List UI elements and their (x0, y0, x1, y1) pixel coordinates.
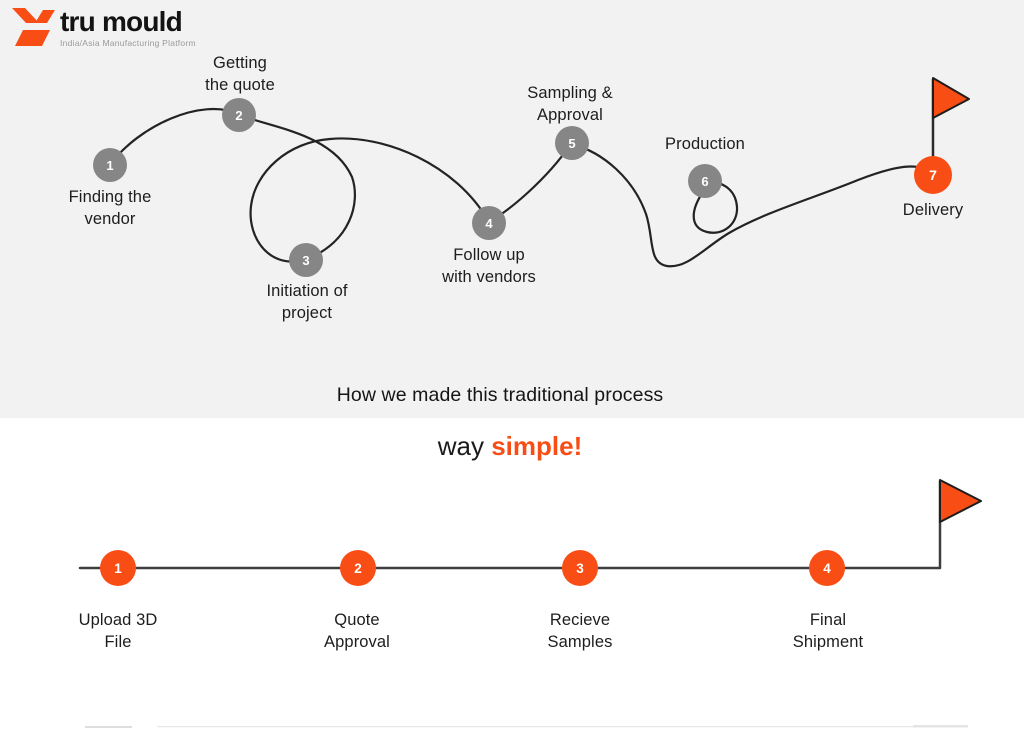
step-node-simple-2: 2 (340, 550, 376, 586)
label-line: Delivery (902, 201, 964, 219)
label-line: Finding the (68, 188, 152, 206)
label-line: Follow up (453, 246, 525, 264)
simple-heading: way simple! (0, 431, 1020, 462)
brand-part-1: tru (60, 6, 96, 37)
brand-part-2: mould (101, 6, 183, 37)
step-node-traditional-3: 3 (289, 243, 323, 277)
step-number: 7 (929, 167, 937, 183)
label-line: Final (809, 611, 847, 629)
cutoff-artifact (913, 725, 968, 728)
label-line: Approval (537, 105, 603, 124)
label-line: Upload 3D (78, 611, 158, 629)
simple-heading-plain: way (437, 431, 484, 461)
step-label-sampling: Sampling & Approval (500, 83, 640, 127)
step-label-quote-approval: Quote Approval (282, 610, 432, 654)
step-node-traditional-2: 2 (222, 98, 256, 132)
step-node-traditional-6: 6 (688, 164, 722, 198)
label-line: Approval (324, 632, 390, 651)
cutoff-artifact (157, 726, 920, 728)
label-line: Getting (213, 54, 267, 72)
simple-heading-accent: simple! (491, 431, 583, 461)
step-node-simple-4: 4 (809, 550, 845, 586)
step-label-upload-3d: Upload 3D File (43, 610, 193, 654)
step-number: 1 (114, 560, 122, 576)
logo-icon (12, 8, 55, 46)
top-flag-icon (932, 77, 970, 119)
label-line: with vendors (442, 267, 536, 286)
label-line: Samples (547, 632, 613, 651)
brand-tagline: India/Asia Manufacturing Platform (60, 38, 196, 49)
step-node-traditional-4: 4 (472, 206, 506, 240)
step-number: 2 (235, 107, 243, 123)
step-number: 3 (576, 560, 584, 576)
step-number: 4 (485, 215, 493, 231)
label-line: vendor (84, 209, 136, 228)
label-line: Recieve (549, 611, 611, 629)
label-line: File (104, 632, 132, 651)
step-node-traditional-7: 7 (914, 156, 952, 194)
step-label-finding-vendor: Finding the vendor (45, 187, 175, 231)
label-line: Production (665, 135, 745, 153)
step-node-traditional-1: 1 (93, 148, 127, 182)
traditional-process-section (0, 0, 1024, 418)
label-line: project (281, 303, 333, 322)
step-number: 6 (701, 173, 709, 189)
step-number: 4 (823, 560, 831, 576)
step-label-production: Production (630, 134, 780, 156)
production-loop-path (692, 180, 739, 234)
step-node-simple-3: 3 (562, 550, 598, 586)
step-number: 1 (106, 157, 114, 173)
label-line: Initiation of (266, 282, 348, 300)
bottom-flag-icon (939, 479, 982, 523)
step-node-simple-1: 1 (100, 550, 136, 586)
label-line: the quote (205, 75, 275, 94)
step-number: 3 (302, 252, 310, 268)
step-label-getting-quote: Getting the quote (175, 53, 305, 97)
label-line: Sampling & (527, 84, 613, 102)
step-label-final-shipment: Final Shipment (753, 610, 903, 654)
step-label-initiation: Initiation of project (232, 281, 382, 325)
squiggle-path (108, 108, 934, 268)
step-label-receive-samples: Recieve Samples (505, 610, 655, 654)
step-number: 5 (568, 135, 576, 151)
label-line: Shipment (792, 632, 864, 651)
simple-timeline-path (78, 479, 942, 570)
step-node-traditional-5: 5 (555, 126, 589, 160)
label-line: Quote (334, 611, 380, 629)
traditional-heading: How we made this traditional process (336, 384, 664, 406)
step-label-delivery: Delivery (863, 200, 1003, 222)
step-number: 2 (354, 560, 362, 576)
cutoff-artifact (85, 726, 132, 728)
step-label-follow-up: Follow up with vendors (414, 245, 564, 289)
